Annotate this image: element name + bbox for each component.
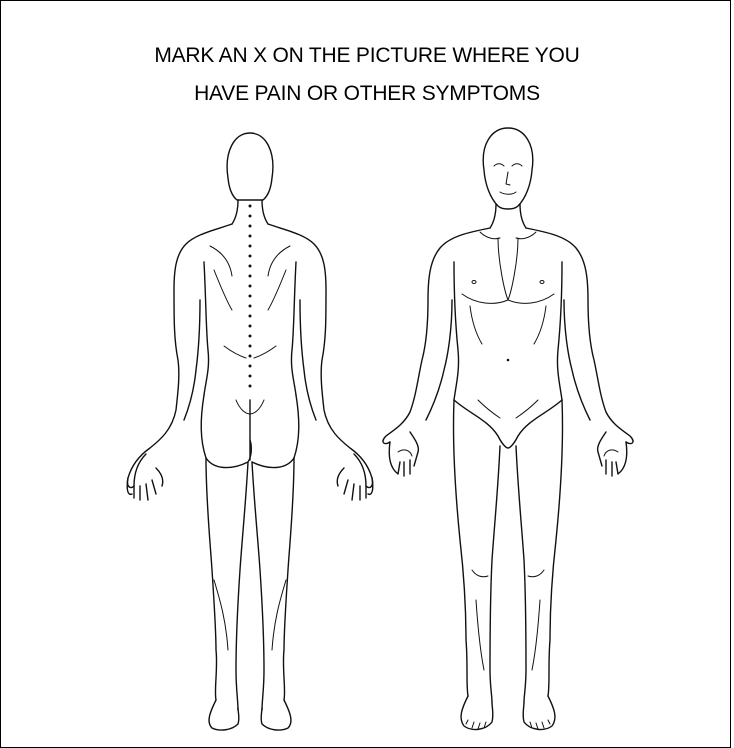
body-back-view-icon[interactable] [127,133,373,730]
spine-dots [249,205,252,388]
body-front-view-icon[interactable] [383,128,633,729]
